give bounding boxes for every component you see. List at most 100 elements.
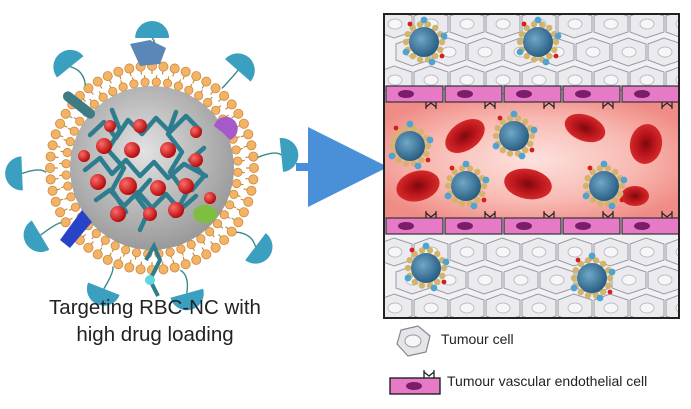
drug-molecules — [78, 119, 216, 222]
endothelial-cell — [385, 85, 444, 103]
nano-shell-dot — [506, 115, 514, 122]
tumour-cell-nucleus — [603, 18, 619, 30]
ligand-cap — [5, 156, 23, 191]
tumour-cell-nucleus — [423, 302, 439, 314]
nano-ligand — [422, 242, 430, 250]
lipid-head — [55, 118, 66, 129]
nano-shell-dot — [499, 146, 506, 154]
lipid-head — [231, 145, 241, 155]
lipid-head — [62, 147, 73, 158]
lipid-head — [158, 264, 169, 275]
nano-ligand — [426, 136, 434, 144]
nano-shell-dot — [409, 52, 416, 60]
tumour-cell-nucleus — [657, 274, 673, 286]
nano-shell-dot — [404, 30, 411, 38]
nano-ligand — [570, 284, 578, 292]
nano-shell-dot — [432, 24, 439, 32]
lipid-head — [243, 129, 254, 140]
tumour-cell-nucleus — [639, 302, 655, 314]
nano-shell-dot — [546, 52, 553, 60]
tumour-cell-nucleus — [495, 246, 511, 258]
tumour-cell — [684, 38, 691, 66]
nano-shell-dot — [406, 256, 413, 264]
legend-endothelial-label: Tumour vascular endothelial cell — [447, 373, 648, 389]
lipid-head — [180, 259, 191, 270]
lipid-head — [75, 116, 85, 126]
nano-core — [523, 27, 553, 57]
panel-nanocarrier — [444, 160, 490, 210]
helix-protein — [144, 241, 163, 297]
lipid-head — [66, 192, 76, 202]
polymer-chain — [105, 107, 129, 215]
tumour-cell-nucleus — [531, 302, 547, 314]
lipid-head — [140, 77, 150, 87]
lipid-head — [226, 226, 237, 237]
lipid-head — [169, 63, 180, 74]
panel-nanocarrier — [402, 16, 448, 66]
nano-ligand — [442, 258, 450, 266]
ligand-linker — [40, 221, 62, 236]
endothelial-receptor — [661, 102, 673, 109]
endothelial-receptor — [602, 211, 614, 218]
nano-shell-dot — [432, 52, 439, 60]
drug-molecule — [143, 207, 157, 221]
endothelial-receptor — [543, 102, 555, 109]
ligand-cap — [170, 288, 204, 311]
ligand-linker — [257, 152, 282, 159]
nano-ligand — [530, 126, 538, 134]
endothelial-receptor — [543, 211, 555, 218]
nano-shell-dot — [446, 174, 453, 182]
endothelial-cell — [621, 217, 679, 235]
tumour-cell-nucleus — [495, 74, 511, 86]
lipid-head — [165, 247, 175, 257]
nano-shell-dot — [411, 250, 418, 258]
lipid-head — [61, 170, 71, 180]
red-blood-cell — [621, 186, 649, 206]
nano-shell-dot — [434, 278, 441, 286]
nano-drug — [587, 165, 593, 171]
nano-ligand — [510, 110, 518, 118]
nano-shell-dot — [506, 150, 514, 157]
nano-drug — [407, 21, 413, 27]
nano-shell-dot — [596, 165, 604, 172]
tumour-cell-nucleus — [639, 18, 655, 30]
endothelial-nucleus — [575, 222, 591, 230]
red-blood-cell — [629, 124, 663, 164]
nano-shell-dot — [388, 142, 396, 150]
lipid-head — [91, 228, 101, 239]
lipid-head — [100, 235, 110, 245]
nano-shell-dot — [600, 288, 607, 296]
nano-shell-dot — [522, 146, 529, 154]
tumour-cell — [665, 14, 679, 38]
tumour-cell-nucleus — [567, 74, 583, 86]
nano-shell-dot — [439, 272, 446, 280]
panel-border — [383, 13, 680, 319]
lipid-head — [233, 217, 244, 228]
endothelial-receptor — [661, 211, 673, 218]
lipid-head — [191, 71, 202, 82]
endothelial-row-top — [385, 85, 679, 109]
nano-ligand — [482, 176, 490, 184]
nano-ligand — [542, 58, 550, 66]
nano-drug — [607, 289, 613, 295]
lipid-head — [45, 162, 56, 173]
nano-shell-dot — [418, 128, 425, 136]
lipid-head — [118, 82, 128, 92]
lipid-head — [129, 79, 139, 89]
lipid-head — [212, 219, 223, 229]
nano-shell-dot — [596, 200, 604, 207]
ligand-cap — [225, 53, 255, 82]
tumour-cell — [665, 238, 679, 266]
nano-drug — [553, 53, 559, 59]
tumour-cell-nucleus — [603, 74, 619, 86]
ligand-cap — [86, 282, 120, 306]
ligand-linker — [236, 231, 257, 247]
endothelial-cell — [562, 217, 621, 235]
nanocarrier-core — [70, 86, 234, 250]
nano-shell-dot — [402, 125, 410, 132]
nano-shell-dot — [390, 134, 397, 142]
caption-line-2: high drug loading — [76, 323, 234, 346]
nano-shell-dot — [584, 174, 591, 182]
nano-core — [451, 171, 481, 201]
membrane-protein — [193, 205, 217, 223]
